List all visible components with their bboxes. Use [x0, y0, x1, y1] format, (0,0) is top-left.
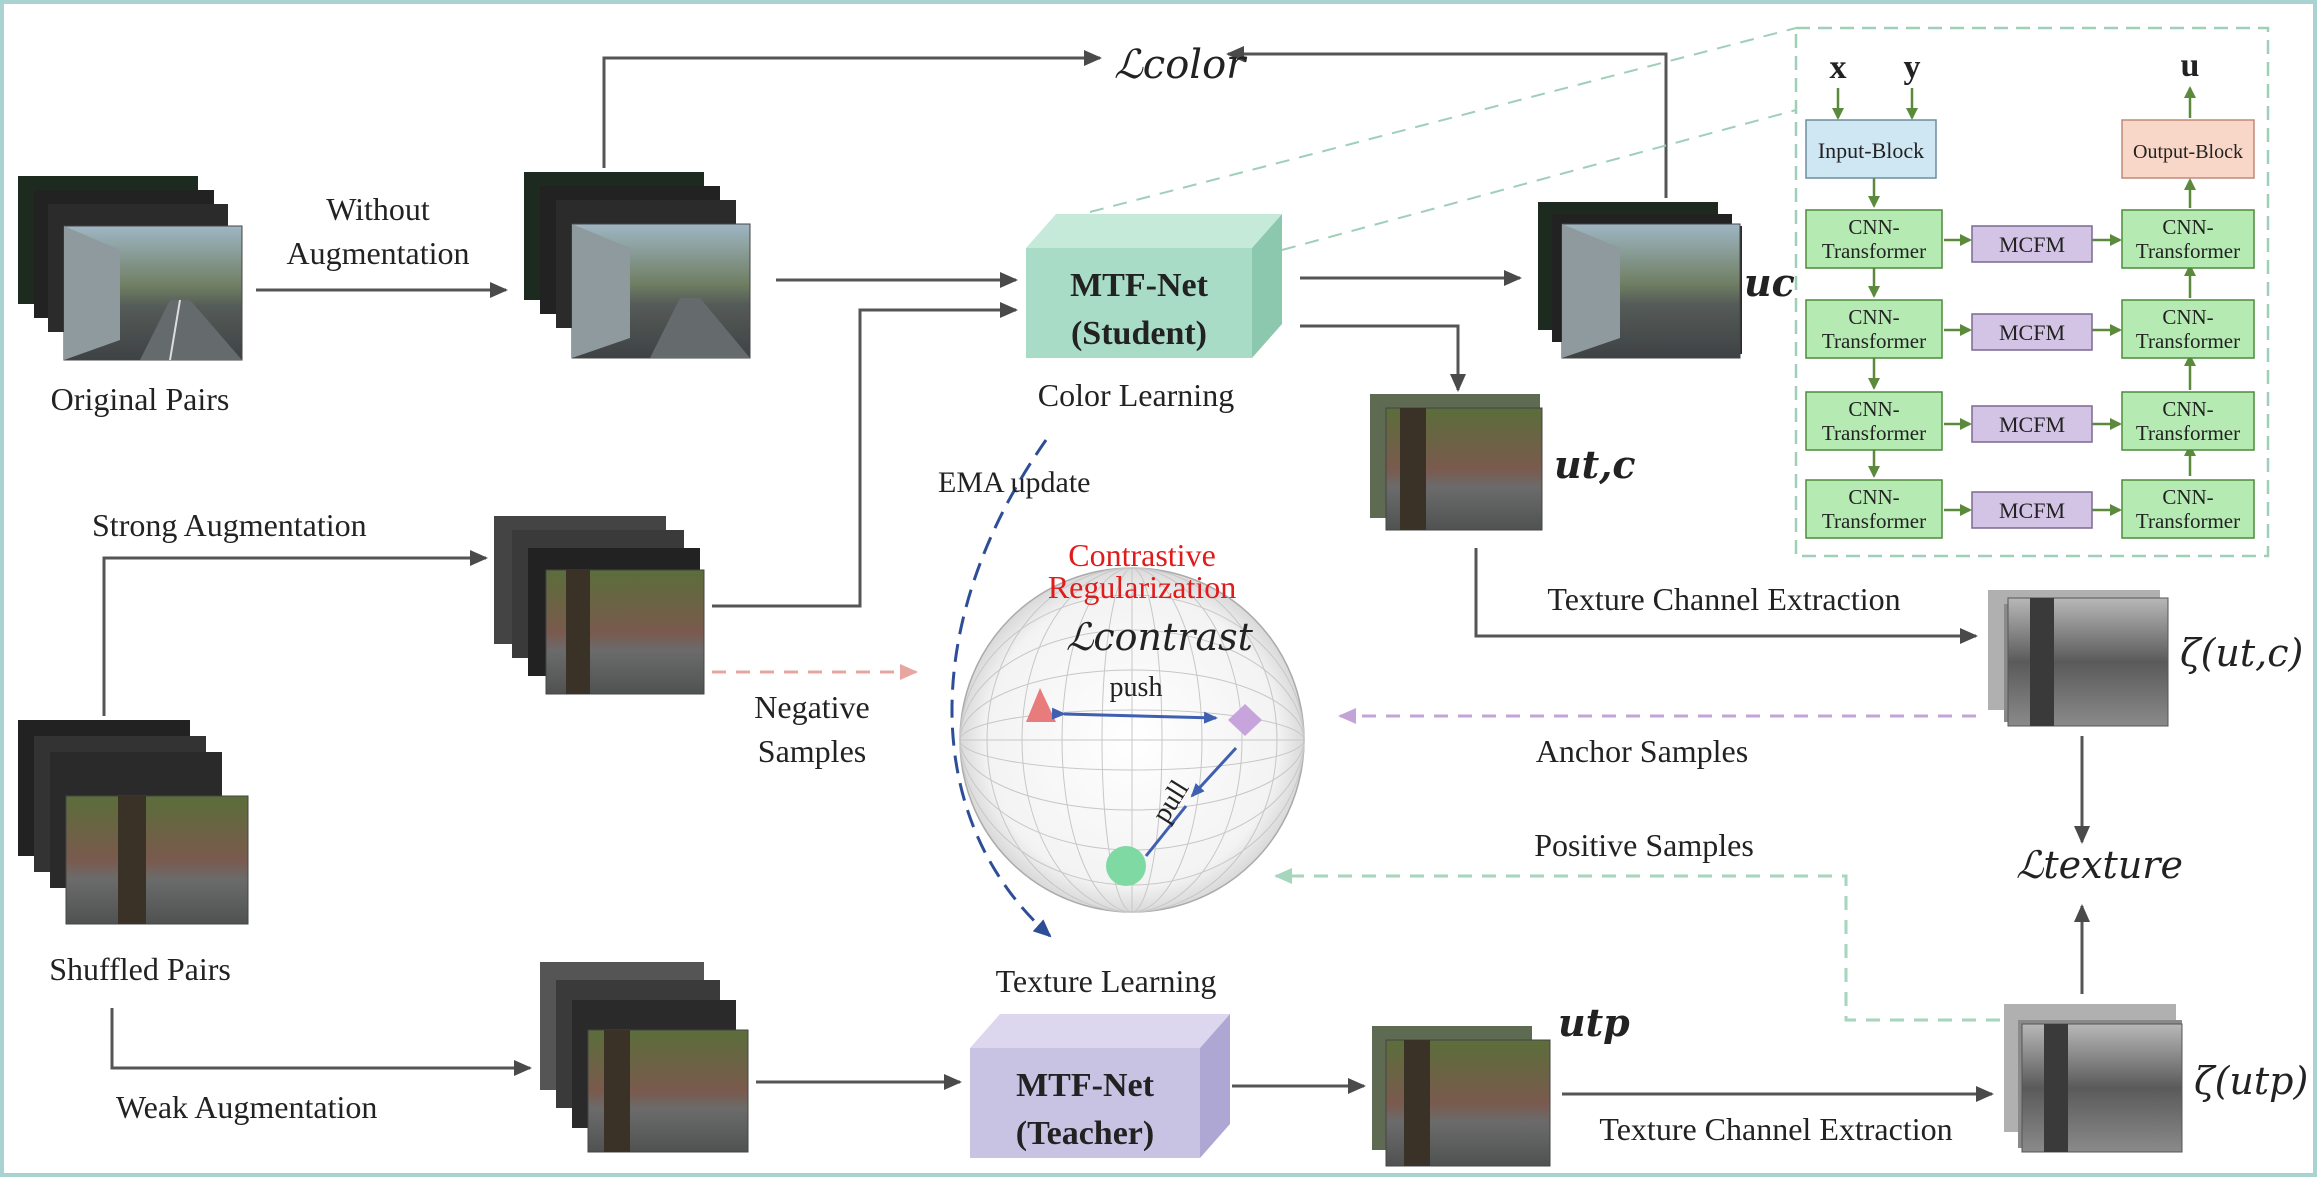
pull-arrow-top: [1190, 746, 1238, 798]
utc-label: ut,c: [1554, 442, 1636, 487]
negative-samples-line1: Negative: [754, 689, 870, 725]
cnn-enc-3-line2: Transformer: [1822, 421, 1926, 445]
student-subtitle: (Student): [1071, 315, 1207, 352]
cnn-transformer-decoder-1: [2121, 209, 2255, 269]
strong-aug-stack: [494, 516, 705, 695]
student-network: MTF-Net (Student): [1026, 214, 1282, 358]
negative-triangle: [1026, 688, 1056, 722]
cnn-dec-4-line1: CNN-: [2162, 485, 2213, 509]
ema-update-label: EMA update: [938, 466, 1090, 499]
zeta-utp-label: ζ(utp): [2194, 1059, 2308, 1103]
cnn-enc-1-line2: Transformer: [1822, 239, 1926, 263]
zeta-utc-label: ζ(ut,c): [2180, 631, 2303, 675]
strong-augmentation-label: Strong Augmentation: [92, 507, 367, 543]
input-x-label: x: [1830, 49, 1847, 86]
cnn-dec-1-line2: Transformer: [2136, 239, 2240, 263]
original-pairs-label: Original Pairs: [51, 381, 230, 417]
without-augmentation-line2: Augmentation: [286, 235, 469, 271]
cnn-transformer-decoder-2: [2121, 299, 2255, 359]
color-learning-label: Color Learning: [1038, 377, 1234, 413]
texture-channel-extraction-bottom: Texture Channel Extraction: [1599, 1111, 1952, 1147]
cnn-transformer-encoder-1: [1805, 209, 1943, 269]
push-label: push: [1110, 672, 1163, 703]
mcfm-3-label: MCFM: [1999, 412, 2065, 437]
weak-aug-stack: [540, 962, 749, 1153]
student-title: MTF-Net: [1070, 267, 1209, 304]
zoom-line-bottom: [1281, 109, 1797, 251]
negative-samples-line2: Samples: [758, 733, 866, 769]
mcfm-block-2: [1971, 313, 2093, 351]
cnn-enc-2-line1: CNN-: [1848, 305, 1899, 329]
mcfm-2-label: MCFM: [1999, 320, 2065, 345]
contrastive-label-line1: Contrastive: [1068, 537, 1216, 573]
positive-samples-label: Positive Samples: [1534, 827, 1754, 863]
anchor-diamond: [1228, 704, 1262, 736]
cnn-enc-1-line1: CNN-: [1848, 215, 1899, 239]
utp-stack: [1372, 1026, 1551, 1167]
input-block: [1805, 119, 1937, 179]
loss-contrast-label: ℒcontrast: [1066, 615, 1254, 659]
contrastive-label-line2: Regularization: [1048, 569, 1236, 605]
without-aug-stack: [524, 172, 751, 359]
flow-arrows: [102, 46, 2090, 1102]
positive-samples-arrow: [1274, 868, 2000, 1022]
utc-stack: [1370, 394, 1543, 531]
input-block-label: Input-Block: [1818, 138, 1924, 163]
uc-stack: [1538, 202, 1742, 359]
push-arrow: [1051, 707, 1218, 724]
shuffled-pairs-stack: [18, 720, 249, 925]
anchor-samples-label: Anchor Samples: [1536, 733, 1748, 769]
positive-circle: [1106, 846, 1146, 886]
weak-augmentation-label: Weak Augmentation: [116, 1089, 377, 1125]
shuffled-pairs-label: Shuffled Pairs: [49, 951, 231, 987]
mcfm-4-label: MCFM: [1999, 498, 2065, 523]
zeta-utc-stack: [1988, 590, 2169, 727]
output-block: [2121, 119, 2255, 179]
cnn-transformer-decoder-4: [2121, 479, 2255, 539]
utp-label: utp: [1558, 1000, 1630, 1045]
original-pairs-stack: [18, 176, 243, 361]
teacher-network: MTF-Net (Teacher): [970, 1014, 1230, 1158]
loss-texture-label: ℒtexture: [2016, 843, 2183, 887]
cnn-dec-3-line2: Transformer: [2136, 421, 2240, 445]
cnn-transformer-encoder-3: [1805, 391, 1943, 451]
teacher-subtitle: (Teacher): [1016, 1115, 1154, 1152]
cnn-transformer-encoder-4: [1805, 479, 1943, 539]
cnn-dec-1-line1: CNN-: [2162, 215, 2213, 239]
cnn-transformer-encoder-2: [1805, 299, 1943, 359]
output-u-label: u: [2181, 47, 2200, 84]
mcfm-block-4: [1971, 491, 2093, 529]
pull-arrow-bottom: [1144, 805, 1188, 857]
mcfm-block-1: [1971, 225, 2093, 263]
mcfm-block-3: [1971, 405, 2093, 443]
zeta-utp-stack: [2004, 1004, 2183, 1153]
cnn-dec-3-line1: CNN-: [2162, 397, 2213, 421]
embedding-sphere: [959, 567, 1305, 913]
cnn-enc-2-line2: Transformer: [1822, 329, 1926, 353]
uc-label: uc: [1744, 260, 1795, 305]
cnn-dec-2-line2: Transformer: [2136, 329, 2240, 353]
cnn-enc-3-line1: CNN-: [1848, 397, 1899, 421]
loss-color-label: ℒcolor: [1114, 42, 1248, 88]
mcfm-1-label: MCFM: [1999, 232, 2065, 257]
texture-learning-label: Texture Learning: [996, 963, 1217, 999]
architecture-panel: x y u Input-Block Output-Block: [1794, 26, 2270, 558]
cnn-transformer-decoder-3: [2121, 391, 2255, 451]
cnn-enc-4-line1: CNN-: [1848, 485, 1899, 509]
zoom-line-top: [1089, 27, 1797, 213]
texture-channel-extraction-top: Texture Channel Extraction: [1547, 581, 1900, 617]
cnn-dec-2-line1: CNN-: [2162, 305, 2213, 329]
teacher-title: MTF-Net: [1016, 1067, 1155, 1104]
without-augmentation-line1: Without: [326, 191, 430, 227]
cnn-dec-4-line2: Transformer: [2136, 509, 2240, 533]
output-block-label: Output-Block: [2133, 141, 2243, 163]
cnn-enc-4-line2: Transformer: [1822, 509, 1926, 533]
ema-arrow: [950, 439, 1052, 938]
input-y-label: y: [1904, 49, 1921, 86]
